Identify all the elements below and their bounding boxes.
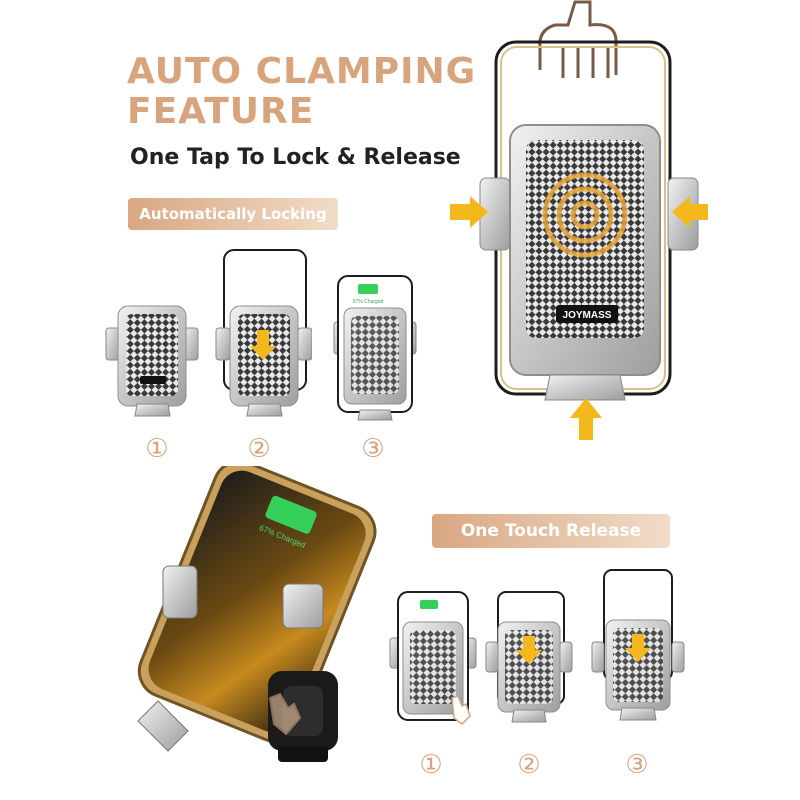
locking-step-2-number: ② [247,434,271,464]
brand-label: JOYMASS [563,310,612,321]
down-arrow-icon [625,634,651,662]
clamp-arrow-right [672,196,708,228]
down-arrow-icon [516,636,542,664]
locking-step-3-illustration: 67% Charged [333,275,417,421]
release-step-2-number: ② [517,750,541,780]
phone-vent-mount-illustration: 67% Charged [137,466,377,762]
subheadline: One Tap To Lock & Release [130,145,461,170]
release-step-1-illustration [389,591,477,725]
headline-line-2: FEATURE [127,91,315,132]
locking-step-3-number: ③ [361,434,385,464]
wireless-charging-icon [542,172,628,258]
locking-step-1-number: ① [145,434,169,464]
release-step-1-number: ① [419,750,443,780]
headline: AUTO CLAMPING FEATURE [127,52,476,132]
holder-main-illustration: JOYMASS [450,0,708,440]
down-arrow-icon [250,330,276,360]
clamp-arrow-up [570,398,602,440]
headline-line-1: AUTO CLAMPING [127,51,477,92]
release-step-3-number: ③ [625,750,649,780]
finger-tap-icon [451,695,471,725]
release-step-3-illustration [591,569,685,721]
locking-step-1-illustration [105,305,199,417]
release-step-2-illustration [485,591,573,723]
automatically-locking-label: Automatically Locking [128,198,338,230]
locking-step-3-charge-text: 67% Charged [353,299,384,305]
one-touch-release-label: One Touch Release [432,514,670,548]
hand-icon [538,0,618,78]
locking-step-2-illustration [215,249,312,417]
clamp-arrow-left [450,196,488,228]
finger-tap-icon [268,692,302,736]
